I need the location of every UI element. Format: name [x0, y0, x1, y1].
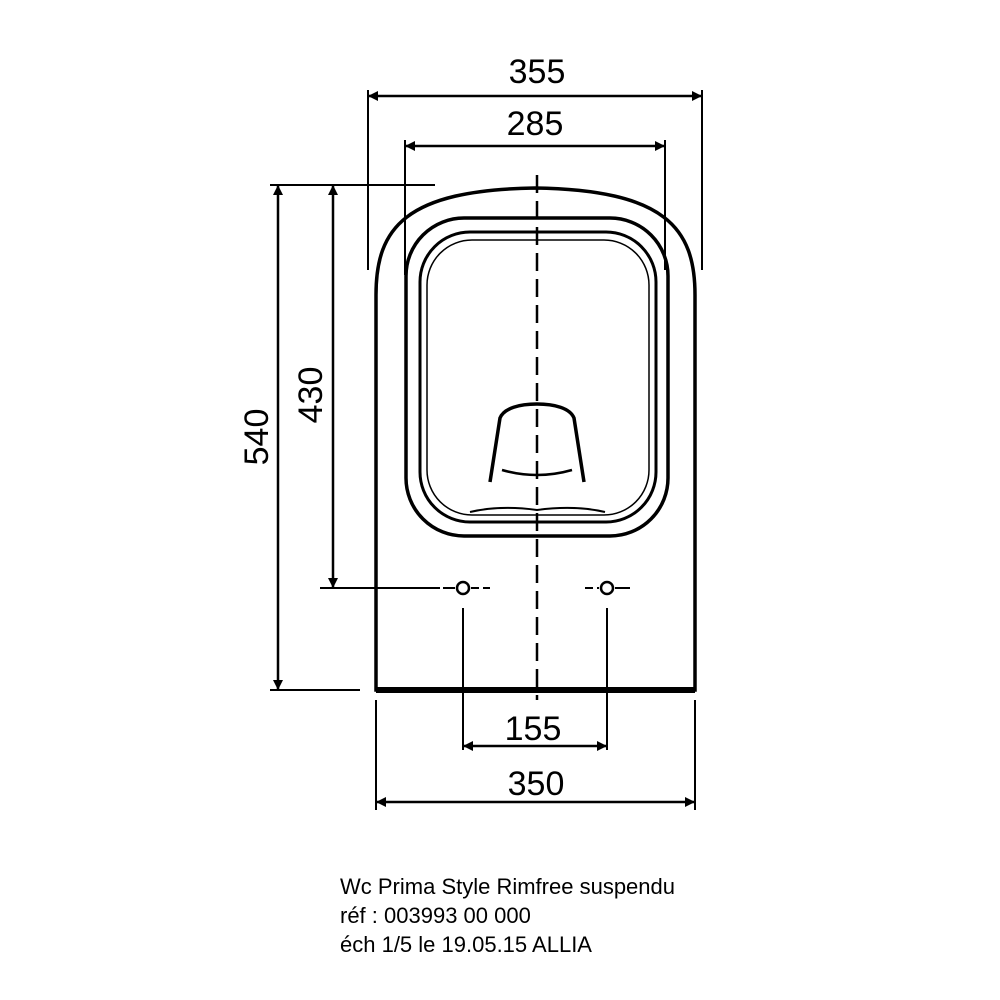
rim-bottom-wave: [469, 506, 606, 513]
dim-label-430: 430: [292, 367, 330, 424]
bowl-outline: [374, 186, 697, 692]
dim-label-155: 155: [505, 710, 562, 748]
title-block: Wc Prima Style Rimfree suspendu réf : 00…: [340, 872, 675, 959]
fixing-hole-right: [585, 580, 630, 750]
dim-label-350: 350: [508, 765, 565, 803]
product-reference: réf : 003993 00 000: [340, 903, 531, 928]
dim-label-540: 540: [238, 409, 276, 466]
drain-opening: [488, 402, 586, 483]
fixing-hole-left: [443, 580, 490, 750]
product-name: Wc Prima Style Rimfree suspendu: [340, 874, 675, 899]
scale-date-author: éch 1/5 le 19.05.15 ALLIA: [340, 932, 592, 957]
dim-label-285: 285: [507, 105, 564, 143]
dim-label-355: 355: [509, 53, 566, 91]
